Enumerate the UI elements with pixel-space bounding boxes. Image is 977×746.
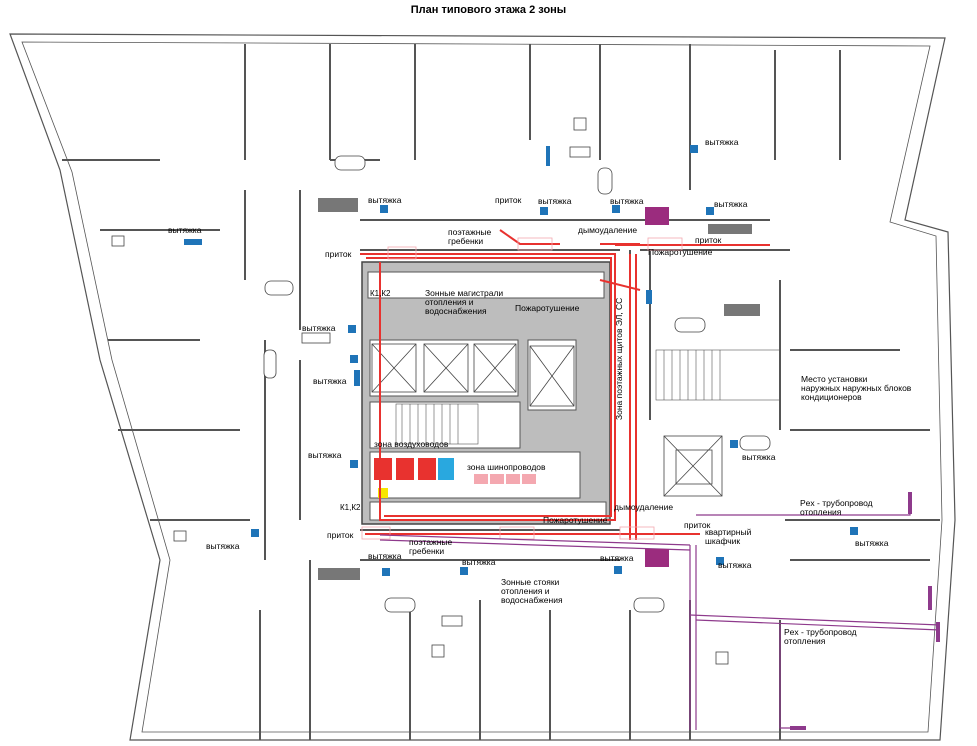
smoke-fan-bottom [645, 549, 669, 567]
exhaust-fixtures [184, 145, 858, 576]
red-block [396, 458, 414, 480]
busbar-zone-label: зона шинопроводов [467, 462, 546, 472]
fire-ext-label: Пожаротушение [515, 303, 580, 313]
elevator-shafts [371, 343, 723, 497]
red-block [374, 458, 392, 480]
exhaust-label: вытяжка [302, 323, 336, 333]
supply-label: приток [325, 249, 352, 259]
smoke-removal-label: дымоудаление [614, 502, 674, 512]
supply-label: приток [695, 235, 722, 245]
supply-label: приток [684, 520, 711, 530]
smoke-removal-label: дымоудаление [578, 225, 638, 235]
panel-zone-label: Зона поэтажных щитов ЭЛ, СС [614, 297, 624, 420]
floor-manifolds-label: поэтажные гребенки [409, 537, 453, 556]
exhaust-label: вытяжка [206, 541, 240, 551]
ac-place-label: Место установки наружных наружных блоков… [801, 374, 912, 402]
exhaust-label: вытяжка [855, 538, 889, 548]
k1k2-label: К1,К2 [340, 503, 361, 512]
exhaust-label: вытяжка [308, 450, 342, 460]
supply-label: приток [495, 195, 522, 205]
exhaust-label: вытяжка [610, 196, 644, 206]
exhaust-label: вытяжка [168, 225, 202, 235]
exhaust-label: вытяжка [742, 452, 776, 462]
exhaust-label: вытяжка [462, 557, 496, 567]
building-outline [9, 33, 956, 741]
exhaust-label: вытяжка [714, 199, 748, 209]
floor-manifolds-label: поэтажные гребенки [448, 227, 492, 246]
interior-walls [62, 44, 940, 740]
cyan-block [438, 458, 454, 480]
electrical-blocks [374, 458, 536, 498]
pex-label: Pex - трубопровод отопления [784, 627, 857, 646]
fire-ext-label: Пожаротушение [543, 515, 608, 525]
red-pipe-ring [360, 229, 770, 540]
supply-label: приток [327, 530, 354, 540]
exhaust-label: вытяжка [368, 551, 402, 561]
exhaust-label: вытяжка [368, 195, 402, 205]
stairs [395, 349, 781, 445]
smoke-fan-top [645, 207, 669, 225]
k1k2-label: К1,К2 [370, 289, 391, 298]
exhaust-label: вытяжка [705, 137, 739, 147]
pex-label: Pex - трубопровод отопления [800, 498, 873, 517]
plan-title: План типового этажа 2 зоны [410, 4, 567, 16]
red-block [418, 458, 436, 480]
bathroom-fixtures [111, 117, 771, 665]
fire-ext-label: Пожаротушение [648, 247, 713, 257]
exhaust-label: вытяжка [313, 376, 347, 386]
air-duct-zone-label: зона воздуховодов [374, 439, 449, 449]
exhaust-label: вытяжка [718, 560, 752, 570]
exhaust-label: вытяжка [538, 196, 572, 206]
zone-risers-label: Зонные стояки отопления и водоснабжения [501, 577, 563, 605]
apt-cabinet-label: квартирный шкафчик [705, 527, 752, 546]
zone-mains-label: Зонные магистрали отопления и водоснабже… [425, 288, 504, 316]
pex-radiators [790, 492, 940, 730]
exhaust-label: вытяжка [600, 553, 634, 563]
shafts [318, 198, 760, 580]
